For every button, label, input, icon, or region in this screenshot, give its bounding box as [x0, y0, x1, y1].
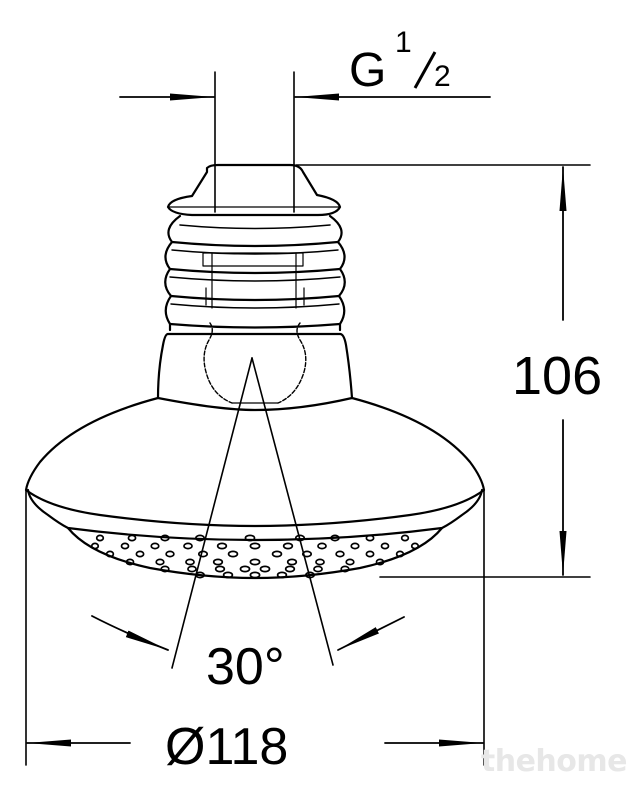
watermark-logo: thehome [480, 744, 628, 779]
nozzle [294, 534, 306, 542]
nozzle [160, 534, 170, 542]
nozzle [340, 565, 350, 573]
nozzle [335, 550, 345, 558]
nozzle [276, 571, 288, 579]
thread-label-letter: G [349, 44, 386, 97]
nozzle [365, 550, 375, 558]
nozzle [214, 565, 226, 573]
nozzle [301, 550, 313, 558]
nozzle [197, 550, 209, 558]
nozzle [244, 534, 256, 542]
nozzle [239, 565, 251, 573]
nozzle [350, 542, 360, 550]
spray-angle-label: 30° [206, 638, 285, 696]
height-dimension [295, 164, 591, 578]
nozzle [216, 542, 228, 550]
nozzle [271, 550, 283, 558]
nozzle [317, 542, 327, 550]
thread-label-numerator: 1 [395, 26, 412, 59]
nozzle [410, 542, 420, 550]
nozzle [105, 550, 115, 558]
nozzle [195, 571, 205, 579]
nozzle [305, 571, 315, 579]
nozzle [150, 542, 160, 550]
nozzle [400, 534, 410, 542]
nozzle [375, 558, 385, 566]
nozzle [187, 565, 197, 573]
thread-cap [166, 163, 342, 217]
nozzle [315, 558, 325, 566]
nozzle [313, 565, 323, 573]
nozzle [90, 542, 100, 550]
nozzle [212, 558, 224, 566]
shower-head-body [24, 396, 486, 580]
thread-dimension [119, 71, 491, 213]
diameter-label: Ø118 [165, 718, 288, 776]
spray-angle-dimension [91, 357, 405, 669]
spray-nozzles [90, 534, 420, 579]
nozzle [249, 571, 261, 579]
nozzle [183, 542, 193, 550]
nozzle [249, 542, 261, 550]
nozzle [380, 542, 390, 550]
nozzle [330, 534, 340, 542]
nozzle [160, 565, 170, 573]
nozzle [227, 550, 239, 558]
nozzle [165, 550, 175, 558]
nozzle [95, 534, 105, 542]
height-label: 106 [512, 346, 602, 406]
nozzle [286, 558, 298, 566]
nozzle [135, 550, 145, 558]
nozzle [395, 550, 405, 558]
neck-collar [156, 322, 354, 412]
thread-fraction-slash [413, 51, 437, 89]
nozzle [345, 558, 355, 566]
nozzle [284, 565, 296, 573]
nozzle [155, 558, 165, 566]
nozzle [249, 558, 261, 566]
nozzle [365, 534, 375, 542]
nozzle [120, 542, 130, 550]
thread-rings [164, 214, 346, 332]
nozzle [195, 534, 205, 542]
nozzle [185, 558, 195, 566]
nozzle [127, 534, 137, 542]
nozzle [222, 571, 234, 579]
nozzle [259, 565, 271, 573]
nozzle [282, 542, 294, 550]
nozzle [125, 558, 135, 566]
diameter-dimension [25, 489, 485, 766]
thread-label-denominator: 2 [434, 60, 451, 93]
